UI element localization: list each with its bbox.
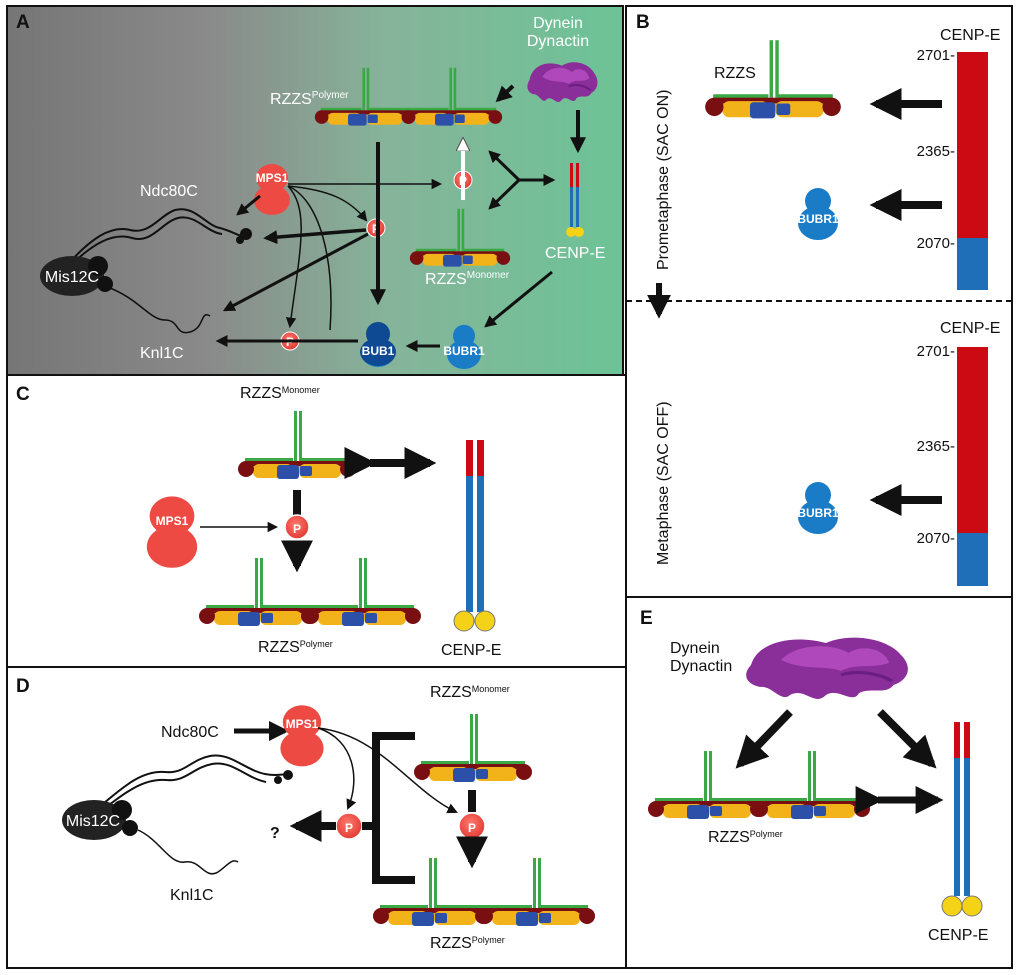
ndc80c-coil	[69, 208, 249, 263]
mps1-label: MPS1	[256, 171, 289, 185]
dynactin-label-e: Dynactin	[670, 658, 732, 675]
ndc80c-label: Ndc80C	[140, 183, 198, 200]
knl1c-strand	[109, 287, 211, 334]
arrows-a	[215, 84, 586, 352]
cenpe-label-a: CENP-E	[545, 245, 605, 262]
tick-2701-b: 2701-	[917, 343, 955, 360]
cenpe-label-b1: CENP-E	[940, 27, 1000, 44]
ndc80c-label-d: Ndc80C	[161, 724, 219, 741]
tick-2701-a: 2701-	[917, 47, 955, 64]
svg-text:P: P	[468, 821, 476, 835]
cenpe-label-e: CENP-E	[928, 927, 988, 944]
mps1-icon-d	[280, 705, 324, 767]
mis12c-icon-d	[62, 800, 126, 840]
panel-a-label: A	[16, 12, 30, 33]
dynein-label: Dynein	[533, 15, 583, 32]
tick-2070-b: 2070-	[917, 530, 955, 547]
cenpe-bar-red-2	[957, 347, 988, 533]
knl1c-label: Knl1C	[140, 345, 184, 362]
rzzs-monomer-label-c: RZZSMonomer	[240, 385, 320, 402]
rzzs-polymer-label-e: RZZSPolymer	[708, 829, 783, 846]
panel-d-label: D	[16, 676, 30, 697]
panel-c: C RZZSMonomer P MPS1 RZZSPolymer CENP-E	[6, 374, 627, 668]
tick-2365-b: 2365-	[917, 438, 955, 455]
phospho-p-d2: P	[458, 812, 486, 840]
rzzs-monomer-label-d: RZZSMonomer	[430, 684, 510, 701]
bubr1-label-b1: BUBR1	[797, 212, 839, 226]
cenpe-label-c: CENP-E	[441, 642, 501, 659]
mis12c-label-d: Mis12C	[66, 813, 120, 830]
panel-b-label: B	[636, 12, 650, 33]
panel-c-label: C	[16, 384, 30, 405]
rzzs-monomer-label-a: RZZSMonomer	[425, 270, 510, 288]
metaphase-label: Metaphase (SAC OFF)	[655, 401, 672, 565]
mps1-label-c: MPS1	[156, 514, 189, 528]
panel-b: B Prometaphase (SAC ON) Metaphase (SAC O…	[625, 5, 1013, 598]
cenpe-label-b2: CENP-E	[940, 320, 1000, 337]
bubr1-label-b2: BUBR1	[797, 506, 839, 520]
rzzs-label-b: RZZS	[714, 65, 756, 82]
panel-e: E Dynein Dynactin RZZSPolymer CENP-E	[625, 596, 1013, 969]
tick-2365-a: 2365-	[917, 143, 955, 160]
prometaphase-label: Prometaphase (SAC ON)	[655, 89, 672, 270]
tick-2070-a: 2070-	[917, 235, 955, 252]
phospho-p-d1: P	[335, 812, 363, 840]
cenpe-bar-red-1	[957, 52, 988, 238]
unknown-effect-mark: ?	[270, 825, 280, 842]
mps1-label-d: MPS1	[286, 717, 319, 731]
cenpe-bar-blue-2	[957, 533, 988, 586]
svg-text:P: P	[345, 821, 353, 835]
bubr1-label-a: BUBR1	[443, 344, 485, 358]
mps1-icon-c	[146, 496, 198, 568]
knl1c-label-d: Knl1C	[170, 887, 214, 904]
dynactin-label: Dynactin	[527, 33, 589, 50]
rzzs-polymer-label-d: RZZSPolymer	[430, 935, 505, 952]
rzzs-polymer-label-c: RZZSPolymer	[258, 639, 333, 656]
bub1-label: BUB1	[362, 344, 395, 358]
svg-text:P: P	[293, 522, 301, 536]
phospho-p-c: P	[284, 514, 310, 540]
panel-a: A Dynein Dynactin RZZSPolymer RZZSMonome…	[6, 5, 624, 376]
mis12c-label: Mis12C	[45, 269, 99, 286]
dynein-label-e: Dynein	[670, 640, 720, 657]
rzzs-polymer-label-a: RZZSPolymer	[270, 90, 349, 108]
panel-e-label: E	[640, 608, 653, 629]
panel-d: D Ndc80C Mis12C Knl1C MPS1 P P ? RZZSMon…	[6, 666, 627, 969]
bracket-d	[372, 732, 415, 884]
cenpe-bar-blue-1	[957, 238, 988, 290]
